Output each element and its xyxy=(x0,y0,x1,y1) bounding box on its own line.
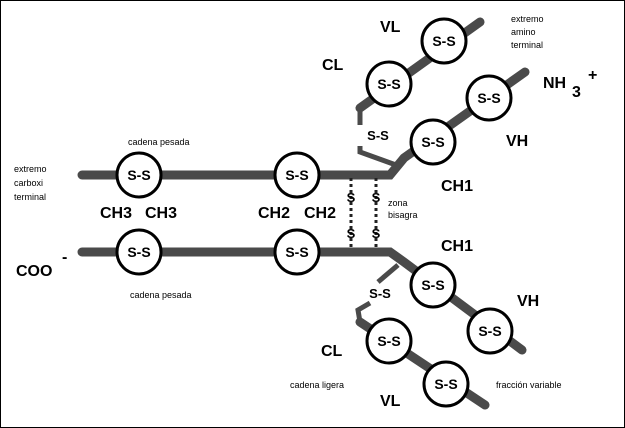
svg-text:S-S: S-S xyxy=(432,33,455,49)
domain-label-ch3-right: CH3 xyxy=(145,205,177,222)
svg-text:-: - xyxy=(62,249,67,266)
svg-text:terminal: terminal xyxy=(511,40,543,50)
label-heavy-chain-top: cadena pesada xyxy=(128,137,190,147)
ss-node-vh-top: S-S xyxy=(465,74,513,122)
svg-text:3: 3 xyxy=(572,84,581,101)
domain-label-ch1-bottom: CH1 xyxy=(441,238,473,255)
ss-node-vh-bottom: S-S xyxy=(466,307,514,355)
label-light-chain: cadena ligera xyxy=(290,380,344,390)
svg-text:S-S: S-S xyxy=(421,277,444,293)
interchain-bond-label-bottom: S-S xyxy=(369,286,391,301)
svg-text:amino: amino xyxy=(511,27,536,37)
ss-node-ch3-top: S-S xyxy=(115,151,163,199)
label-nh3: NH 3 + xyxy=(543,67,597,101)
svg-text:S: S xyxy=(372,190,381,205)
svg-text:S-S: S-S xyxy=(477,90,500,106)
interchain-link-top xyxy=(357,108,397,168)
label-amino-terminal: extremo amino terminal xyxy=(511,14,544,50)
ss-node-cl-bottom: S-S xyxy=(365,317,413,365)
svg-text:S-S: S-S xyxy=(377,76,400,92)
ss-node-vl-top: S-S xyxy=(420,17,468,65)
svg-text:NH: NH xyxy=(543,75,566,92)
svg-text:S-S: S-S xyxy=(285,167,308,183)
ss-node-vl-bottom: S-S xyxy=(422,360,470,408)
svg-text:zona: zona xyxy=(388,198,408,208)
svg-text:S-S: S-S xyxy=(285,244,308,260)
svg-text:S-S: S-S xyxy=(421,134,444,150)
domain-label-ch2-right: CH2 xyxy=(304,205,336,222)
domain-label-vl-top: VL xyxy=(380,19,401,36)
label-hinge-zone: zona bisagra xyxy=(388,198,418,220)
svg-text:S: S xyxy=(347,190,356,205)
ss-node-cl-top: S-S xyxy=(365,60,413,108)
svg-text:+: + xyxy=(588,67,597,84)
ss-node-ch2-bottom: S-S xyxy=(273,228,321,276)
domain-label-vl-bottom: VL xyxy=(380,393,401,410)
label-heavy-chain-bottom: cadena pesada xyxy=(130,290,192,300)
ss-node-ch1-bottom: S-S xyxy=(409,261,457,309)
svg-text:S-S: S-S xyxy=(478,323,501,339)
domain-label-ch2-left: CH2 xyxy=(258,205,290,222)
hinge-s-labels: S S S S xyxy=(347,190,381,241)
svg-text:terminal: terminal xyxy=(14,192,46,202)
label-coo: COO - xyxy=(16,249,67,280)
label-variable-fraction: fracción variable xyxy=(496,380,562,390)
domain-label-ch1-top: CH1 xyxy=(441,178,473,195)
domain-label-vh-bottom: VH xyxy=(517,293,539,310)
domain-label-cl-bottom: CL xyxy=(321,343,343,360)
ss-node-ch1-top: S-S xyxy=(409,118,457,166)
label-carboxi-terminal: extremo carboxi terminal xyxy=(14,164,47,202)
domain-label-cl-top: CL xyxy=(322,57,344,74)
heavy-chain-bottom xyxy=(77,247,527,355)
svg-text:S: S xyxy=(372,226,381,241)
svg-text:S-S: S-S xyxy=(127,244,150,260)
interchain-bond-label-top: S-S xyxy=(367,128,389,143)
svg-text:extremo: extremo xyxy=(14,164,47,174)
svg-text:carboxi: carboxi xyxy=(14,178,43,188)
svg-text:S: S xyxy=(347,226,356,241)
interchain-link-bottom xyxy=(355,263,400,323)
domain-label-ch3-left: CH3 xyxy=(100,205,132,222)
heavy-chain-top xyxy=(77,67,530,180)
domain-label-vh-top: VH xyxy=(506,133,528,150)
svg-text:bisagra: bisagra xyxy=(388,210,418,220)
ss-node-ch2-top: S-S xyxy=(273,151,321,199)
svg-text:COO: COO xyxy=(16,263,52,280)
ss-node-ch3-bottom: S-S xyxy=(115,228,163,276)
svg-text:S-S: S-S xyxy=(434,376,457,392)
svg-text:S-S: S-S xyxy=(127,167,150,183)
svg-text:S-S: S-S xyxy=(377,333,400,349)
svg-text:extremo: extremo xyxy=(511,14,544,24)
